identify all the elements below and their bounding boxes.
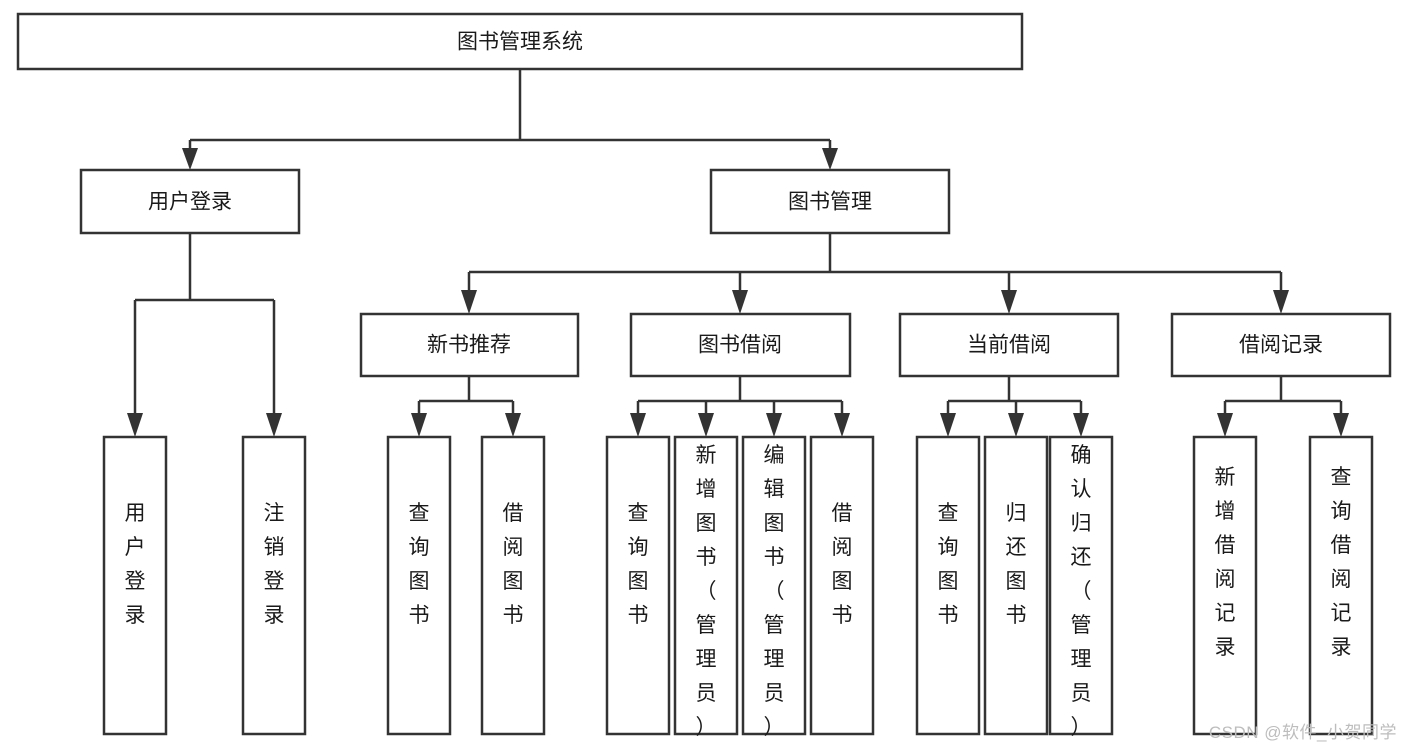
csdn-watermark: CSDN @软件_小贺同学 (1208, 723, 1397, 742)
arrow-book-borrow-leaf-3 (766, 413, 782, 437)
node-borrow-records-box[interactable] (1170, 312, 1392, 378)
node-current-borrow[interactable]: 当前借阅 (898, 312, 1120, 378)
node-book-borrow[interactable]: 图书借阅 (629, 312, 852, 378)
leaf-book-borrow-2-label: 新增图书（管理员） (696, 444, 717, 739)
node-book-borrow-box[interactable] (629, 312, 852, 378)
arrow-new-book-leaf-2 (505, 413, 521, 437)
arrow-book-mgmt-child-3 (1001, 290, 1017, 314)
node-current-borrow-box[interactable] (898, 312, 1120, 378)
node-new-book-recommend-box[interactable] (359, 312, 580, 378)
arrow-book-borrow-leaf-2 (698, 413, 714, 437)
arrow-book-mgmt-child-4 (1273, 290, 1289, 314)
leaf-borrow-records-2[interactable]: 查询借阅记录 (1308, 435, 1374, 736)
leaf-book-borrow-1-box[interactable] (605, 435, 671, 736)
leaf-user-login-1-box[interactable] (102, 435, 168, 736)
leaf-borrow-records-1-box[interactable] (1192, 435, 1258, 736)
node-book-borrow-label: 图书借阅 (698, 334, 782, 357)
leaf-book-borrow-2[interactable]: 新增图书（管理员） (673, 435, 739, 739)
node-root[interactable]: 图书管理系统 (16, 12, 1024, 71)
leaf-new-book-1[interactable]: 查询图书 (386, 435, 452, 736)
arrow-root-to-user-login (182, 148, 198, 170)
leaf-book-borrow-4-label: 借阅图书 (832, 502, 853, 627)
leaf-book-borrow-4-box[interactable] (809, 435, 875, 736)
leaf-book-borrow-3-box[interactable] (741, 435, 807, 736)
leaf-current-borrow-3[interactable]: 确认归还（管理员） (1048, 435, 1114, 739)
leaf-current-borrow-2-label: 归还图书 (1006, 502, 1027, 627)
node-root-box[interactable] (16, 12, 1024, 71)
node-user-login-label: 用户登录 (148, 191, 232, 214)
leaf-borrow-records-1[interactable]: 新增借阅记录 (1192, 435, 1258, 736)
node-borrow-records[interactable]: 借阅记录 (1170, 312, 1392, 378)
arrow-current-borrow-leaf-2 (1008, 413, 1024, 437)
leaf-user-login-2[interactable]: 注销登录 (241, 435, 307, 736)
arrow-current-borrow-leaf-3 (1073, 413, 1089, 437)
arrow-borrow-records-leaf-1 (1217, 413, 1233, 437)
arrow-new-book-leaf-1 (411, 413, 427, 437)
leaf-book-borrow-1-label: 查询图书 (628, 502, 649, 627)
arrow-user-login-leaf-1 (127, 413, 143, 437)
leaf-current-borrow-1-label: 查询图书 (938, 502, 959, 627)
arrow-book-mgmt-child-2 (732, 290, 748, 314)
node-current-borrow-label: 当前借阅 (967, 334, 1051, 357)
leaf-new-book-2-box[interactable] (480, 435, 546, 736)
node-new-book-recommend[interactable]: 新书推荐 (359, 312, 580, 378)
leaf-current-borrow-3-box[interactable] (1048, 435, 1114, 736)
node-root-label: 图书管理系统 (457, 31, 583, 54)
leaf-book-borrow-1[interactable]: 查询图书 (605, 435, 671, 736)
leaf-new-book-1-box[interactable] (386, 435, 452, 736)
node-book-management[interactable]: 图书管理 (709, 168, 951, 235)
node-borrow-records-label: 借阅记录 (1239, 334, 1323, 357)
leaf-current-borrow-1-box[interactable] (915, 435, 981, 736)
leaf-book-borrow-2-box[interactable] (673, 435, 739, 736)
arrow-book-borrow-leaf-4 (834, 413, 850, 437)
leaf-new-book-1-label: 查询图书 (409, 502, 430, 627)
leaf-book-borrow-3[interactable]: 编辑图书（管理员） (741, 435, 807, 739)
leaf-user-login-2-box[interactable] (241, 435, 307, 736)
leaf-new-book-2-label: 借阅图书 (503, 502, 524, 627)
arrow-current-borrow-leaf-1 (940, 413, 956, 437)
connector-layer (127, 69, 1349, 437)
arrow-borrow-records-leaf-2 (1333, 413, 1349, 437)
leaf-book-borrow-3-label: 编辑图书（管理员） (764, 444, 785, 739)
leaf-user-login-1[interactable]: 用户登录 (102, 435, 168, 736)
arrow-book-borrow-leaf-1 (630, 413, 646, 437)
leaf-current-borrow-2[interactable]: 归还图书 (983, 435, 1049, 736)
leaf-borrow-records-1-label: 新增借阅记录 (1215, 466, 1236, 659)
leaf-user-login-1-label: 用户登录 (125, 502, 146, 627)
node-book-management-label: 图书管理 (788, 191, 872, 214)
leaf-current-borrow-2-box[interactable] (983, 435, 1049, 736)
leaf-borrow-records-2-label: 查询借阅记录 (1331, 466, 1352, 659)
leaf-current-borrow-3-label: 确认归还（管理员） (1071, 444, 1092, 739)
node-book-management-box[interactable] (709, 168, 951, 235)
arrow-user-login-leaf-2 (266, 413, 282, 437)
arrow-book-mgmt-child-1 (461, 290, 477, 314)
leaf-book-borrow-4[interactable]: 借阅图书 (809, 435, 875, 736)
arrow-root-to-book-mgmt (822, 148, 838, 170)
leaf-new-book-2[interactable]: 借阅图书 (480, 435, 546, 736)
node-new-book-recommend-label: 新书推荐 (427, 334, 511, 357)
leaf-current-borrow-1[interactable]: 查询图书 (915, 435, 981, 736)
node-user-login-box[interactable] (79, 168, 301, 235)
node-user-login[interactable]: 用户登录 (79, 168, 301, 235)
leaf-borrow-records-2-box[interactable] (1308, 435, 1374, 736)
leaf-user-login-2-label: 注销登录 (264, 502, 285, 627)
